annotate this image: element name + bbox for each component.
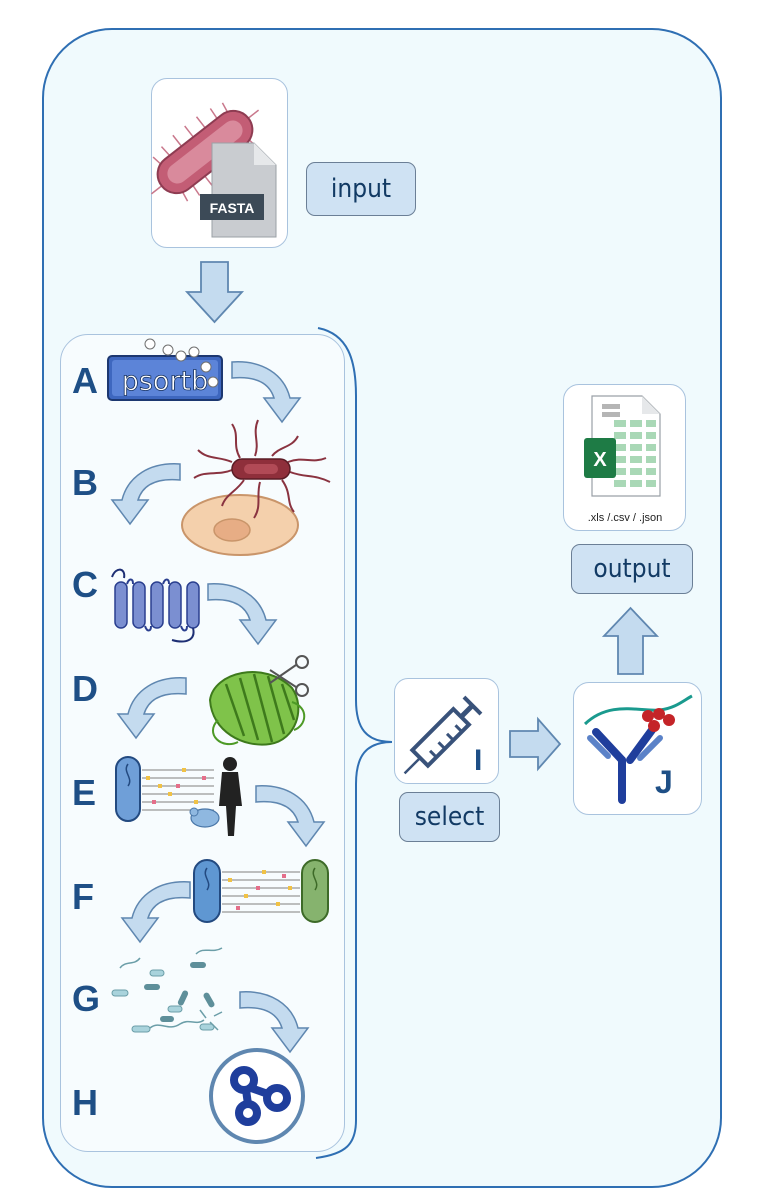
antibody-icon [583, 694, 693, 804]
excel-x-glyph: X [593, 449, 607, 471]
flagellated-bacterium-icon [193, 419, 331, 519]
step-label-c: C [72, 564, 98, 605]
arrow-g-to-h [239, 991, 309, 1053]
gene-ontology-logo [209, 1048, 305, 1144]
arrow-c-to-d [207, 583, 277, 645]
step-label-i: I [474, 744, 483, 777]
fasta-file-icon: FASTA [200, 142, 277, 238]
steps-panel [60, 334, 345, 1152]
input-to-steps-arrow [184, 261, 245, 324]
arrow-b-to-c [111, 463, 181, 525]
steps-bracket [315, 327, 393, 1159]
arrow-e-to-f [255, 785, 325, 847]
host-cell-icon [181, 494, 299, 556]
bacterium-human-comparison-icon [115, 756, 242, 836]
step-label-b: B [72, 462, 98, 503]
fasta-label: FASTA [210, 200, 255, 216]
step-label-j: J [655, 764, 673, 800]
arrow-d-to-e [117, 677, 187, 739]
output-pill: output [571, 544, 693, 594]
step-label-f: F [72, 876, 94, 917]
antibody-to-output-arrow [601, 606, 660, 675]
psortb-text: psortb [122, 366, 209, 397]
step-label-e: E [72, 772, 97, 813]
bacterium-bacterium-comparison-icon [193, 859, 329, 923]
transmembrane-protein-icon [111, 568, 200, 643]
select-pill: select [399, 792, 500, 842]
select-to-antibody-arrow [509, 716, 562, 772]
step-label-h: H [72, 1082, 98, 1123]
step-label-a: A [72, 360, 98, 401]
input-pill: input [306, 162, 416, 216]
output-formats-text: .xls /.csv / .json [588, 512, 663, 524]
microbiome-icon [111, 947, 223, 1033]
spreadsheet-file-icon: X .xls /.csv / .json [584, 395, 663, 524]
step-label-g: G [72, 978, 101, 1019]
arrow-a-to-b [231, 361, 301, 423]
psortb-logo: psortb [107, 338, 223, 401]
scissors-icon [269, 655, 309, 697]
beta-barrel-protein-icon [208, 671, 306, 746]
step-label-d: D [72, 668, 98, 709]
syringe-icon [403, 695, 483, 775]
arrow-f-to-g [121, 881, 191, 943]
